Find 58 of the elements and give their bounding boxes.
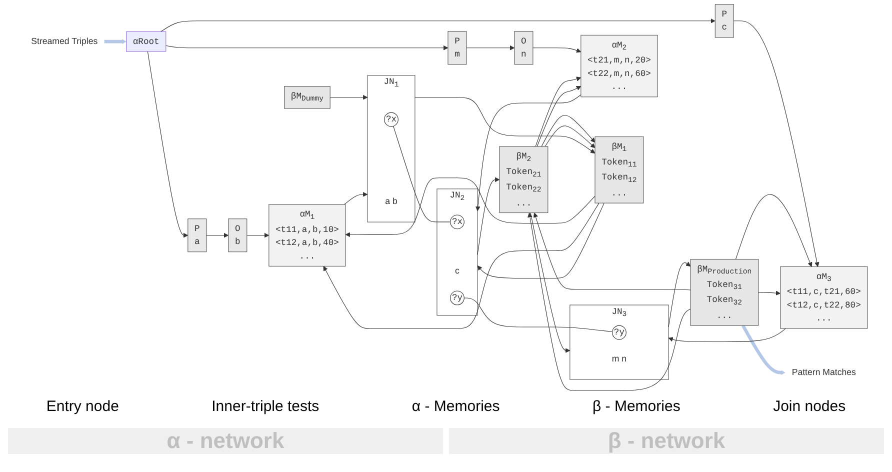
- column-heading: α - Memories: [412, 398, 500, 415]
- arrow: [104, 39, 126, 44]
- node-box: O n: [514, 31, 534, 65]
- node-box: αRoot: [126, 31, 166, 52]
- arrow: [544, 126, 596, 148]
- arrow: [476, 94, 582, 212]
- node-circle: ?y: [612, 325, 626, 340]
- arrow: [147, 51, 188, 238]
- arrow: [206, 232, 229, 238]
- arrow: [530, 212, 570, 353]
- arrow: [541, 114, 596, 147]
- node-text: c: [455, 266, 460, 276]
- arrow: [477, 177, 500, 255]
- node-box: P c: [714, 4, 734, 38]
- node-box: P a: [188, 218, 207, 252]
- arrow: [160, 18, 716, 32]
- node-box: βM$_{Dummy}$: [284, 86, 330, 109]
- node-circle: ?x: [384, 112, 398, 127]
- node-box: P m: [448, 31, 467, 65]
- node-text: Streamed Triples: [31, 36, 98, 46]
- node-text: m n: [612, 354, 627, 364]
- node-box: αM$_{3}$ <t11,c,t21,60> <t12,c,t22,80> ...: [780, 266, 868, 329]
- arrow: [344, 192, 368, 205]
- arrow: [535, 76, 582, 147]
- arrow: [345, 178, 596, 237]
- arrow: [668, 328, 786, 342]
- arrow: [323, 202, 600, 329]
- node-circle: ?y: [450, 290, 464, 306]
- column-heading: Entry node: [46, 398, 119, 415]
- connector: [464, 298, 613, 332]
- node-box: βM$_{1}$ Token$_{11}$ Token$_{12}$ ...: [594, 136, 644, 204]
- arrow: [330, 94, 368, 100]
- node-text: Pattern Matches: [792, 368, 856, 377]
- node-box: αM$_{1}$ <t11,a,b,10> <t12,a,b,40> ...: [268, 204, 346, 266]
- arrow: [733, 20, 820, 267]
- arrow: [668, 262, 691, 328]
- column-heading: Join nodes: [773, 398, 846, 415]
- arrow: [414, 97, 596, 154]
- arrow: [533, 212, 691, 290]
- arrow: [477, 202, 604, 279]
- arrow: [536, 86, 582, 147]
- arrow: [466, 45, 515, 50]
- connector: [393, 126, 451, 222]
- node-box: αM$_{2}$ <t21,m,n,20> <t22,m,n,60> ...: [580, 34, 658, 98]
- node-box: βM$_{Production}$ Token$_{31}$ Token$_{32}$ ...: [690, 258, 759, 326]
- column-heading: Inner-triple tests: [212, 398, 320, 415]
- node-box: βM$_{2}$ Token$_{21}$ Token$_{22}$ ...: [499, 146, 548, 214]
- node-circle: ?x: [450, 214, 464, 230]
- arrow: [246, 232, 270, 238]
- node-text: a b: [385, 196, 398, 206]
- arrow: [166, 45, 448, 50]
- node-box: O b: [228, 218, 248, 252]
- arrow: [735, 194, 812, 267]
- arrow: [742, 324, 786, 375]
- arrow: [532, 48, 582, 53]
- column-heading: β - Memories: [592, 398, 680, 415]
- arrow: [528, 212, 691, 391]
- arrow: [758, 290, 781, 296]
